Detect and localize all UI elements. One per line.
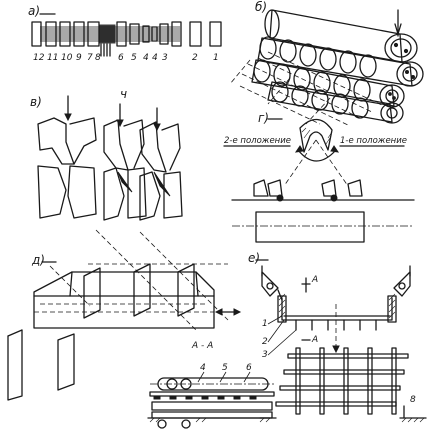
stand-3 [159, 23, 169, 45]
transfer-arrow [214, 308, 242, 316]
shear-stage-1 [37, 117, 97, 219]
panel-d-letter: д) [31, 253, 45, 267]
stand-label-10: 10 [61, 53, 73, 63]
stand-label-2: 2 [192, 53, 198, 63]
section-mark-bottom: А [311, 335, 318, 345]
part-leader-6 [243, 371, 251, 383]
position-1-label: 1-е положение [340, 136, 407, 146]
roll-row-2 [251, 59, 405, 108]
position-2-label: 2-е положение [224, 136, 291, 146]
shear-stage-3 [139, 121, 183, 221]
section-mark-top: А [311, 275, 318, 285]
bottom-roll [267, 81, 404, 124]
stand-1 [209, 21, 222, 47]
panel-v: в) ч [30, 87, 183, 221]
left-gripper [261, 265, 283, 301]
part-label-5: 5 [222, 363, 228, 373]
panel-g: г) 2-е положение 1-е положение [223, 111, 415, 243]
part-leader-5 [219, 371, 227, 383]
stand-label-6: 6 [118, 53, 124, 63]
part-label-2: 2 [262, 337, 268, 347]
swing-arc [297, 149, 337, 162]
panel-b-letter: б) [255, 0, 267, 14]
stand-label-7: 7 [87, 53, 93, 63]
stand-11 [45, 21, 57, 47]
panel-a-letter: а) [28, 4, 40, 18]
panel-e: е) А А [248, 251, 427, 423]
part-label-1: 1 [262, 319, 268, 329]
chain-conveyor [147, 377, 277, 429]
part-label-3: 3 [262, 350, 268, 360]
panel-g-bar [255, 211, 365, 243]
swing-blade [283, 118, 349, 187]
separator-plates [7, 263, 195, 401]
stand-2-pre [171, 21, 182, 47]
guide-diag-2 [139, 231, 229, 321]
stack-block [33, 271, 215, 329]
stand-label-4b: 4 [152, 53, 158, 63]
part-label-4: 4 [200, 363, 206, 373]
stand-7 [87, 21, 100, 47]
panel-a: а) 12 [28, 4, 222, 63]
stand-4a [142, 25, 150, 43]
stand-label-1: 1 [213, 53, 219, 63]
stand-9 [73, 21, 85, 47]
ground-mark: 8 [259, 395, 427, 423]
part-leader-4 [197, 371, 205, 383]
panel-e-letter: е) [248, 251, 260, 265]
stand-label-8: 8 [95, 53, 101, 63]
part-label-8: 8 [410, 395, 416, 405]
stand-label-9: 9 [76, 53, 82, 63]
shear-arrows [64, 95, 161, 132]
section-aa-label: А - А [191, 341, 213, 351]
part-leader-3 [267, 329, 297, 356]
section-aa: А - А 4 5 6 [147, 341, 277, 429]
stand-10 [59, 21, 71, 47]
shear-stage-2 [103, 119, 147, 221]
frame-beam [277, 293, 397, 354]
stand-label-12: 12 [33, 53, 45, 63]
roll-row-1 [257, 36, 424, 87]
stand-4b [151, 26, 158, 42]
stand-label-4a: 4 [143, 53, 149, 63]
stand-label-3: 3 [162, 53, 168, 63]
stand-2 [189, 21, 202, 47]
panel-b: б) [229, 0, 424, 127]
stand-label-5: 5 [131, 53, 137, 63]
stand-12 [31, 21, 42, 47]
panel-g-letter: г) [258, 111, 269, 125]
stand-label-11: 11 [47, 53, 58, 63]
panel-v-marker: ч [120, 87, 127, 101]
bar-lattice [275, 347, 409, 415]
panel-v-letter: в) [30, 95, 42, 109]
part-leader-2 [267, 319, 285, 343]
stand-number-labels: 12 11 10 9 7 8 6 5 4 4 3 2 1 [33, 53, 219, 63]
part-leader-1 [267, 315, 283, 325]
stand-6 [116, 21, 127, 47]
shear-blocks [253, 179, 363, 202]
part-label-6: 6 [246, 363, 252, 373]
guide-diag-3 [49, 265, 91, 307]
stand-5 [129, 23, 140, 45]
stand-8-dense [98, 24, 116, 44]
top-roll [264, 9, 418, 63]
right-gripper [393, 265, 411, 297]
panel-d: д) [7, 229, 242, 401]
